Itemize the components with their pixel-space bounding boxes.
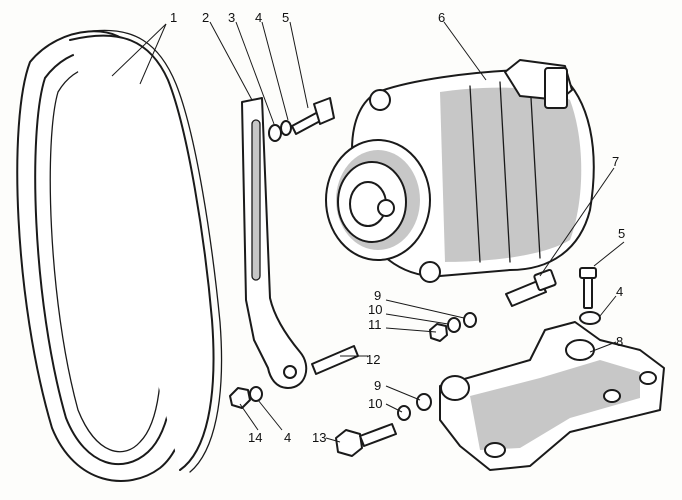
callout-10-middle: 10	[368, 302, 382, 317]
callout-5-right: 5	[618, 226, 625, 241]
callout-14: 14	[248, 430, 262, 445]
callout-3: 3	[228, 10, 235, 25]
middle-nut-washer-set	[429, 312, 477, 342]
callout-11: 11	[368, 317, 382, 332]
leader-lines	[111, 21, 625, 443]
callout-labels: 1 2 3 4 5 6 7 5 4 9 10 11 8 12 9 10 13 1…	[170, 10, 625, 445]
callout-9-lower: 9	[374, 378, 381, 393]
callout-10-lower: 10	[368, 396, 382, 411]
mounting-stud	[505, 268, 557, 307]
callout-4-right: 4	[616, 284, 623, 299]
callout-5-top: 5	[282, 10, 289, 25]
callout-8: 8	[616, 334, 623, 349]
threaded-stud	[311, 345, 359, 375]
lower-washers	[397, 393, 432, 421]
mounting-bracket	[439, 321, 665, 471]
lower-nut-and-washer	[229, 386, 263, 409]
callout-12: 12	[366, 352, 380, 367]
callout-4-top: 4	[255, 10, 262, 25]
long-bolt	[335, 423, 397, 457]
callout-9-middle: 9	[374, 288, 381, 303]
callout-4-lower: 4	[284, 430, 291, 445]
drive-belt-pair	[16, 29, 223, 482]
callout-6: 6	[438, 10, 445, 25]
callout-13: 13	[312, 430, 326, 445]
top-fastener-set	[268, 97, 335, 142]
alternator	[325, 59, 595, 283]
callout-1: 1	[170, 10, 177, 25]
right-bolt-and-washer	[579, 267, 601, 325]
callout-7: 7	[612, 154, 619, 169]
callout-2: 2	[202, 10, 209, 25]
tension-bracket	[241, 97, 308, 389]
